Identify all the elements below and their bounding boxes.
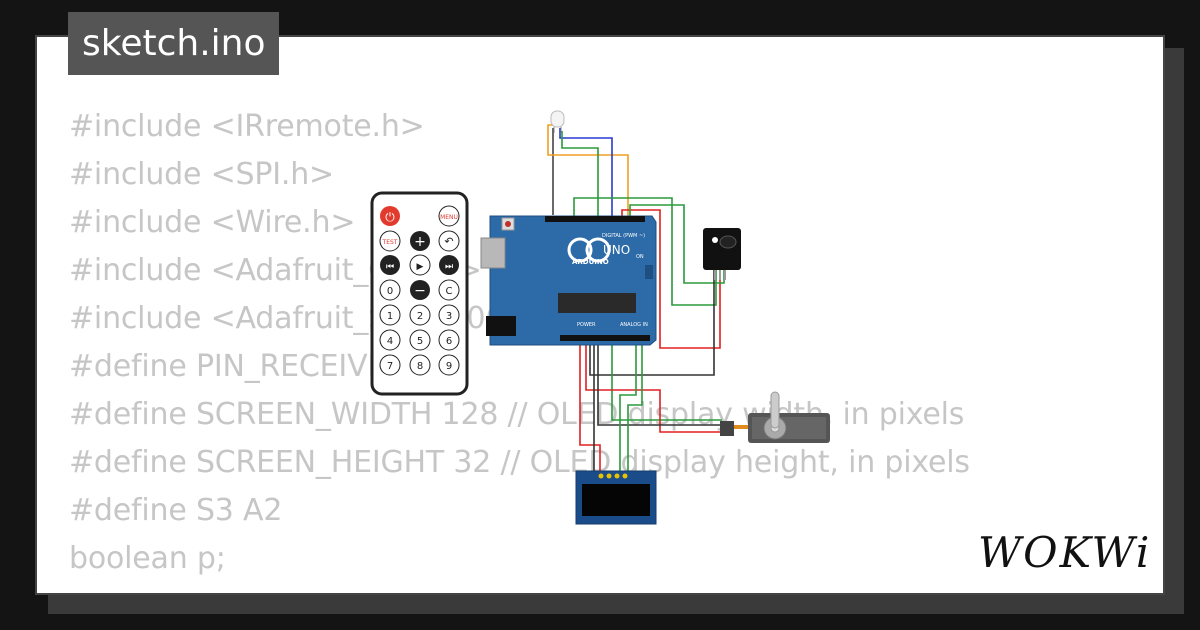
plus-button[interactable] (410, 231, 430, 251)
oled-display[interactable] (575, 470, 657, 525)
wire-red (621, 209, 721, 349)
ir-remote[interactable]: ⏻ MENU TEST + ↶ ⏮ ▶ ⏭ 0 − C 1 2 3 4 5 6 … (370, 191, 469, 396)
servo-motor[interactable] (720, 391, 830, 443)
wire-green (561, 131, 599, 218)
digit-label: 4 (387, 336, 393, 347)
prev-button[interactable] (380, 255, 400, 275)
digit-label: 1 (387, 311, 393, 322)
digit-7-button[interactable] (379, 354, 401, 376)
reset-icon (505, 221, 511, 227)
digit-label: 7 (387, 361, 393, 372)
icsp-header (645, 265, 653, 279)
digit-label: 3 (446, 311, 452, 322)
minus-button[interactable] (410, 280, 430, 300)
code-line: boolean p; (69, 541, 226, 576)
digit-2-button[interactable] (409, 304, 431, 326)
code-line: #include <SPI.h> (69, 157, 334, 192)
code-line: #define S3 A2 (69, 493, 283, 528)
digit-label: 5 (417, 336, 423, 347)
wire-red (579, 335, 601, 475)
digit-3-button[interactable] (438, 304, 460, 326)
code-line: #include <IRremote.h> (69, 109, 425, 144)
infinity-logo (567, 237, 593, 263)
wire-green (573, 197, 717, 306)
wire-green (611, 335, 722, 421)
test-button[interactable] (379, 230, 401, 252)
prev-icon: ⏮ (386, 262, 394, 272)
digit-4-button[interactable] (379, 329, 401, 351)
power-jack (486, 316, 516, 336)
plus-icon: + (414, 234, 426, 250)
analog-header (560, 335, 650, 341)
arduino-brand-label: ARDUINO (572, 258, 609, 266)
menu-label: MENU (440, 214, 458, 221)
digit-6-button[interactable] (438, 329, 460, 351)
wire-blue (559, 128, 613, 218)
oled-screen (582, 484, 650, 516)
power-label: POWER (577, 322, 596, 328)
analog-label: ANALOG IN (620, 322, 648, 328)
digit-0-button[interactable] (379, 279, 401, 301)
clear-label: C (446, 286, 453, 297)
digit-label: 0 (387, 286, 393, 297)
digit-1-button[interactable] (379, 304, 401, 326)
wire-black (589, 270, 715, 376)
file-tab[interactable]: sketch.ino (68, 12, 280, 75)
digit-9-button[interactable] (438, 354, 460, 376)
play-button[interactable] (409, 254, 431, 276)
wire-red (585, 335, 722, 433)
back-icon: ↶ (444, 235, 453, 248)
servo-arm (770, 391, 780, 429)
play-icon: ▶ (417, 262, 424, 272)
power-button[interactable] (380, 206, 400, 226)
code-line: Adafruit_SSD1306 display(SCREEN_WIDTH, S… (69, 583, 1145, 593)
atmega-chip (558, 293, 636, 313)
menu-button[interactable] (438, 205, 460, 227)
arduino-uno[interactable]: ARDUINO UNO DIGITAL (PWM ~) POWER ANALOG… (480, 215, 657, 346)
wire-green (619, 335, 637, 475)
next-icon: ⏭ (445, 262, 453, 272)
digit-label: 9 (446, 361, 452, 372)
code-line: #include <Wire.h> (69, 205, 356, 240)
ir-receiver[interactable] (703, 228, 741, 280)
wokwi-logo: WOKWi (978, 528, 1152, 577)
infinity-logo (585, 237, 611, 263)
digit-label: 6 (446, 336, 452, 347)
clear-button[interactable] (438, 279, 460, 301)
back-button[interactable] (438, 230, 460, 252)
wire-black (597, 335, 722, 426)
digit-8-button[interactable] (409, 354, 431, 376)
digit-5-button[interactable] (409, 329, 431, 351)
digital-header (545, 216, 645, 222)
servo-connector (720, 421, 734, 436)
wires (547, 124, 725, 475)
led[interactable] (550, 110, 565, 133)
digital-label: DIGITAL (PWM ~) (602, 233, 645, 239)
on-label: ON (636, 254, 644, 260)
minus-icon: − (414, 283, 426, 299)
power-icon: ⏻ (385, 210, 395, 224)
code-preview: #include <IRremote.h> #include <SPI.h> #… (69, 103, 1145, 593)
usb-port (480, 237, 506, 269)
wire-orange (547, 124, 629, 218)
digit-label: 2 (417, 311, 423, 322)
test-label: TEST (382, 239, 398, 246)
digit-label: 8 (417, 361, 423, 372)
wire-green (627, 335, 643, 475)
arduino-model-label: UNO (603, 243, 630, 257)
next-button[interactable] (439, 255, 459, 275)
wire-green (629, 204, 725, 284)
code-line: #define SCREEN_WIDTH 128 // OLED display… (69, 397, 965, 432)
